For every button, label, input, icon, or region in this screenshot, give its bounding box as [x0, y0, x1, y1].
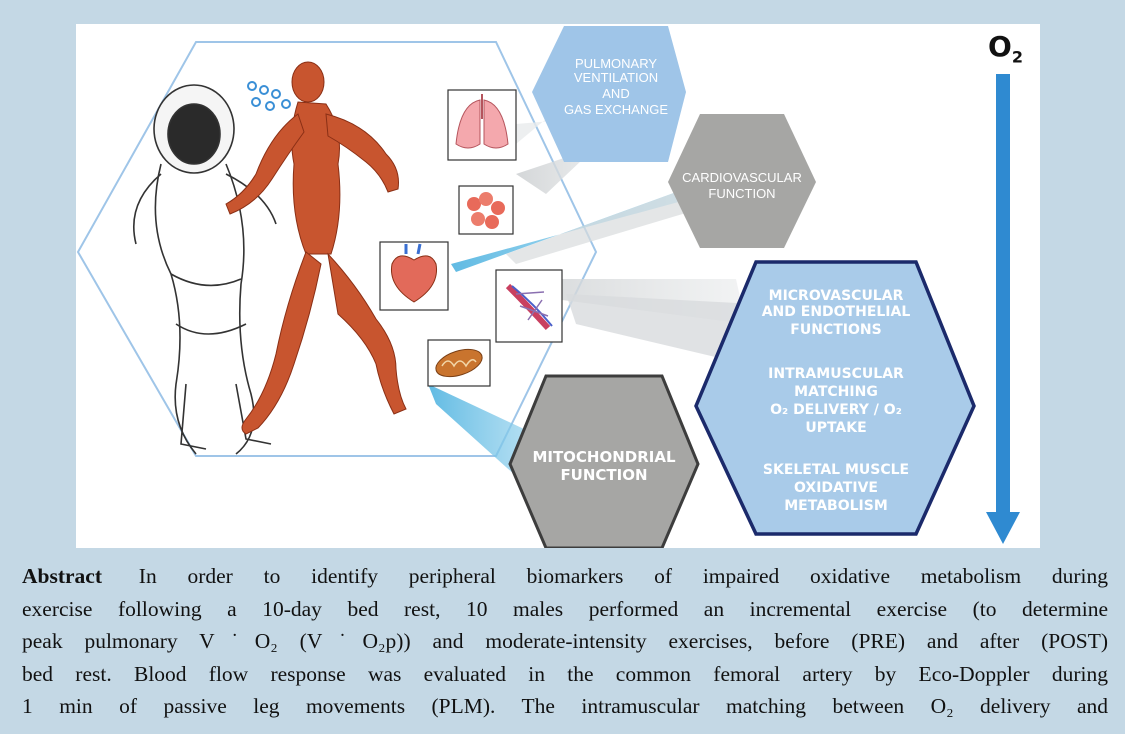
pulmonary-label-line-4: GAS EXCHANGE [564, 102, 668, 117]
bubbles-icon [248, 82, 290, 110]
abstract-line-2: exercise following a 10-day bed rest, 10… [22, 593, 1108, 626]
mitochondrial-hexagon: MITOCHONDRIAL FUNCTION [510, 376, 698, 548]
intramuscular-label-line-1: INTRAMUSCULAR [768, 366, 904, 382]
capillary-icon [496, 270, 562, 342]
abstract-line-5: 1 min of passive leg movements (PLM). Th… [22, 690, 1108, 723]
o2-delivery-label: O₂ DELIVERY / O₂ [770, 402, 902, 418]
abstract-line-1-text: In order to identify peripheral biomarke… [139, 564, 1108, 588]
o2-arrow-label: O2 [988, 30, 1023, 67]
microvascular-label-line-3: FUNCTIONS [790, 322, 881, 338]
figure-diagram: PULMONARY VENTILATION AND GAS EXCHANGE C… [76, 24, 1040, 548]
skeletal-label-line-3: METABOLISM [784, 498, 888, 514]
o2-label-text: O [988, 30, 1012, 63]
abstract-heading: Abstract [22, 564, 102, 588]
mitochondrial-label-line-2: FUNCTION [560, 466, 647, 484]
abstract-line-4: bed rest. Blood flow response was evalua… [22, 658, 1108, 691]
graphical-abstract-figure: PULMONARY VENTILATION AND GAS EXCHANGE C… [76, 24, 1040, 548]
pulmonary-hexagon: PULMONARY VENTILATION AND GAS EXCHANGE [532, 26, 686, 162]
peripheral-hexagon: MICROVASCULAR AND ENDOTHELIAL FUNCTIONS … [696, 262, 974, 534]
intramuscular-label-line-2: MATCHING [794, 384, 878, 400]
microvascular-label-line-1: MICROVASCULAR [769, 288, 904, 304]
skeletal-label-line-2: OXIDATIVE [794, 480, 878, 496]
cardiovascular-label-line-1: CARDIOVASCULAR [682, 170, 802, 185]
alveoli-icon [459, 186, 513, 234]
pulmonary-label-line-1: PULMONARY [575, 56, 657, 71]
cardiovascular-label-line-2: FUNCTION [708, 186, 775, 201]
microvascular-label-line-2: AND ENDOTHELIAL [762, 304, 911, 320]
mitochondrion-icon [428, 340, 490, 386]
o2-arrow [986, 74, 1020, 544]
mitochondrial-label-line-1: MITOCHONDRIAL [532, 448, 676, 466]
heart-icon [380, 242, 448, 310]
pulmonary-label-line-2: VENTILATION [574, 70, 658, 85]
abstract-line-3: peak pulmonary V˙O₂ (V˙O₂p)) and moderat… [22, 625, 1108, 658]
runner-icon [226, 62, 406, 434]
abstract-text: Abstract In order to identify peripheral… [22, 560, 1108, 723]
lungs-icon [448, 90, 516, 160]
pulmonary-label-line-3: AND [602, 86, 629, 101]
abstract-line-1: Abstract In order to identify peripheral… [22, 560, 1108, 593]
o2-label-subscript: 2 [1012, 48, 1023, 67]
skeletal-label-line-1: SKELETAL MUSCLE [763, 462, 909, 478]
cardiovascular-hexagon: CARDIOVASCULAR FUNCTION [668, 114, 816, 248]
astronaut-icon [134, 85, 276, 454]
uptake-label: UPTAKE [805, 420, 866, 436]
